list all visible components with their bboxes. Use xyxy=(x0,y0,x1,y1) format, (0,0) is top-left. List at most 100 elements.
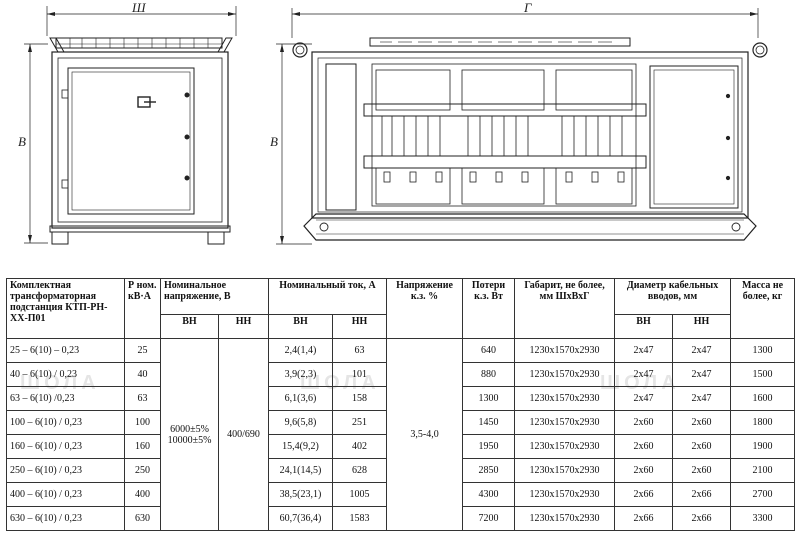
cell-losses: 1950 xyxy=(462,434,516,459)
header-voltage-nn: НН xyxy=(217,314,270,339)
cell-cable-nn: 2x47 xyxy=(672,338,732,363)
header-row-top: Комплектная трансформаторная подстанция … xyxy=(6,278,796,339)
cell-dims: 1230x1570x2930 xyxy=(514,362,616,387)
cell-i-vn: 24,1(14,5) xyxy=(268,458,334,483)
header-current: Номинальный ток, А xyxy=(268,278,388,315)
cell-cable-nn: 2x66 xyxy=(672,482,732,507)
cell-mass: 1600 xyxy=(730,386,796,411)
cell-name: 100 – 6(10) / 0,23 xyxy=(6,410,125,435)
cell-losses: 1450 xyxy=(462,410,516,435)
cell-cable-vn: 2x66 xyxy=(614,482,674,507)
cell-cable-nn: 2x47 xyxy=(672,362,732,387)
header-power: Р ном. кВ·А xyxy=(124,278,161,339)
header-cable-nn: НН xyxy=(672,314,732,339)
cell-cable-vn: 2x60 xyxy=(614,410,674,435)
cell-power: 630 xyxy=(124,506,161,531)
header-voltage: Номинальное напряжение, В xyxy=(159,278,270,315)
header-current-vn: ВН xyxy=(268,314,334,339)
cell-i-nn: 1005 xyxy=(332,482,388,507)
header-cable-vn: ВН xyxy=(614,314,674,339)
cell-i-vn: 6,1(3,6) xyxy=(268,386,334,411)
cell-power: 40 xyxy=(124,362,161,387)
cell-i-nn: 63 xyxy=(332,338,388,363)
specification-table: Комплектная трансформаторная подстанция … xyxy=(6,278,796,531)
front-view: Ш В xyxy=(18,0,237,245)
cell-cable-nn: 2x60 xyxy=(672,410,732,435)
side-length-label: Г xyxy=(523,0,532,15)
cell-i-vn: 3,9(2,3) xyxy=(268,362,334,387)
cell-power: 400 xyxy=(124,482,161,507)
cell-dims: 1230x1570x2930 xyxy=(514,338,616,363)
cell-losses: 880 xyxy=(462,362,516,387)
cell-i-vn: 15,4(9,2) xyxy=(268,434,334,459)
front-width-label: Ш xyxy=(131,0,147,15)
cell-i-vn: 60,7(36,4) xyxy=(268,506,334,531)
cell-mass: 2700 xyxy=(730,482,796,507)
cell-i-vn: 2,4(1,4) xyxy=(268,338,334,363)
cell-cable-vn: 2x60 xyxy=(614,434,674,459)
cell-mass: 3300 xyxy=(730,506,796,531)
cell-cable-nn: 2x66 xyxy=(672,506,732,531)
cell-i-nn: 251 xyxy=(332,410,388,435)
cell-cable-vn: 2x60 xyxy=(614,458,674,483)
cell-cable-nn: 2x47 xyxy=(672,386,732,411)
header-current-nn: НН xyxy=(332,314,388,339)
cell-dims: 1230x1570x2930 xyxy=(514,434,616,459)
cell-power: 100 xyxy=(124,410,161,435)
cell-name: 25 – 6(10) – 0,23 xyxy=(6,338,125,363)
side-view: Г В xyxy=(270,0,768,245)
cell-voltage-vn: 6000±5% 10000±5% xyxy=(160,338,219,531)
cell-voltage-nn: 400/690 xyxy=(217,338,270,531)
cell-i-nn: 158 xyxy=(332,386,388,411)
cell-dims: 1230x1570x2930 xyxy=(514,482,616,507)
cell-dims: 1230x1570x2930 xyxy=(514,458,616,483)
cell-name: 40 – 6(10) / 0,23 xyxy=(6,362,125,387)
cell-name: 400 – 6(10) / 0,23 xyxy=(6,482,125,507)
cell-power: 63 xyxy=(124,386,161,411)
cell-i-nn: 628 xyxy=(332,458,388,483)
cell-losses: 640 xyxy=(462,338,516,363)
cell-mass: 1800 xyxy=(730,410,796,435)
header-uk: Напряжение к.з. % xyxy=(386,278,464,339)
cell-name: 63 – 6(10) /0,23 xyxy=(6,386,125,411)
cell-i-vn: 38,5(23,1) xyxy=(268,482,334,507)
cell-dims: 1230x1570x2930 xyxy=(514,386,616,411)
header-name: Комплектная трансформаторная подстанция … xyxy=(6,278,125,339)
cell-power: 250 xyxy=(124,458,161,483)
cell-dims: 1230x1570x2930 xyxy=(514,506,616,531)
cell-cable-vn: 2x47 xyxy=(614,338,674,363)
cell-i-nn: 402 xyxy=(332,434,388,459)
cell-mass: 1900 xyxy=(730,434,796,459)
cell-i-nn: 101 xyxy=(332,362,388,387)
cell-mass: 1300 xyxy=(730,338,796,363)
cell-cable-vn: 2x47 xyxy=(614,386,674,411)
header-losses: Потери к.з. Вт xyxy=(462,278,516,339)
cell-mass: 1500 xyxy=(730,362,796,387)
cell-losses: 7200 xyxy=(462,506,516,531)
cell-dims: 1230x1570x2930 xyxy=(514,410,616,435)
technical-drawing: Ш В xyxy=(18,0,768,245)
cell-i-nn: 1583 xyxy=(332,506,388,531)
header-mass: Масса не более, кг xyxy=(730,278,796,339)
cell-uk: 3,5-4,0 xyxy=(386,338,464,531)
front-height-label: В xyxy=(18,134,26,149)
cell-name: 160 – 6(10) / 0,23 xyxy=(6,434,125,459)
cell-losses: 1300 xyxy=(462,386,516,411)
header-cable: Диаметр кабельных вводов, мм xyxy=(614,278,732,315)
header-dims: Габарит, не более, мм ШхВхГ xyxy=(514,278,616,339)
cell-losses: 4300 xyxy=(462,482,516,507)
cell-power: 160 xyxy=(124,434,161,459)
cell-name: 630 – 6(10) / 0,23 xyxy=(6,506,125,531)
cell-cable-vn: 2x66 xyxy=(614,506,674,531)
cell-name: 250 – 6(10) / 0,23 xyxy=(6,458,125,483)
cell-losses: 2850 xyxy=(462,458,516,483)
cell-cable-nn: 2x60 xyxy=(672,458,732,483)
side-height-label: В xyxy=(270,134,278,149)
